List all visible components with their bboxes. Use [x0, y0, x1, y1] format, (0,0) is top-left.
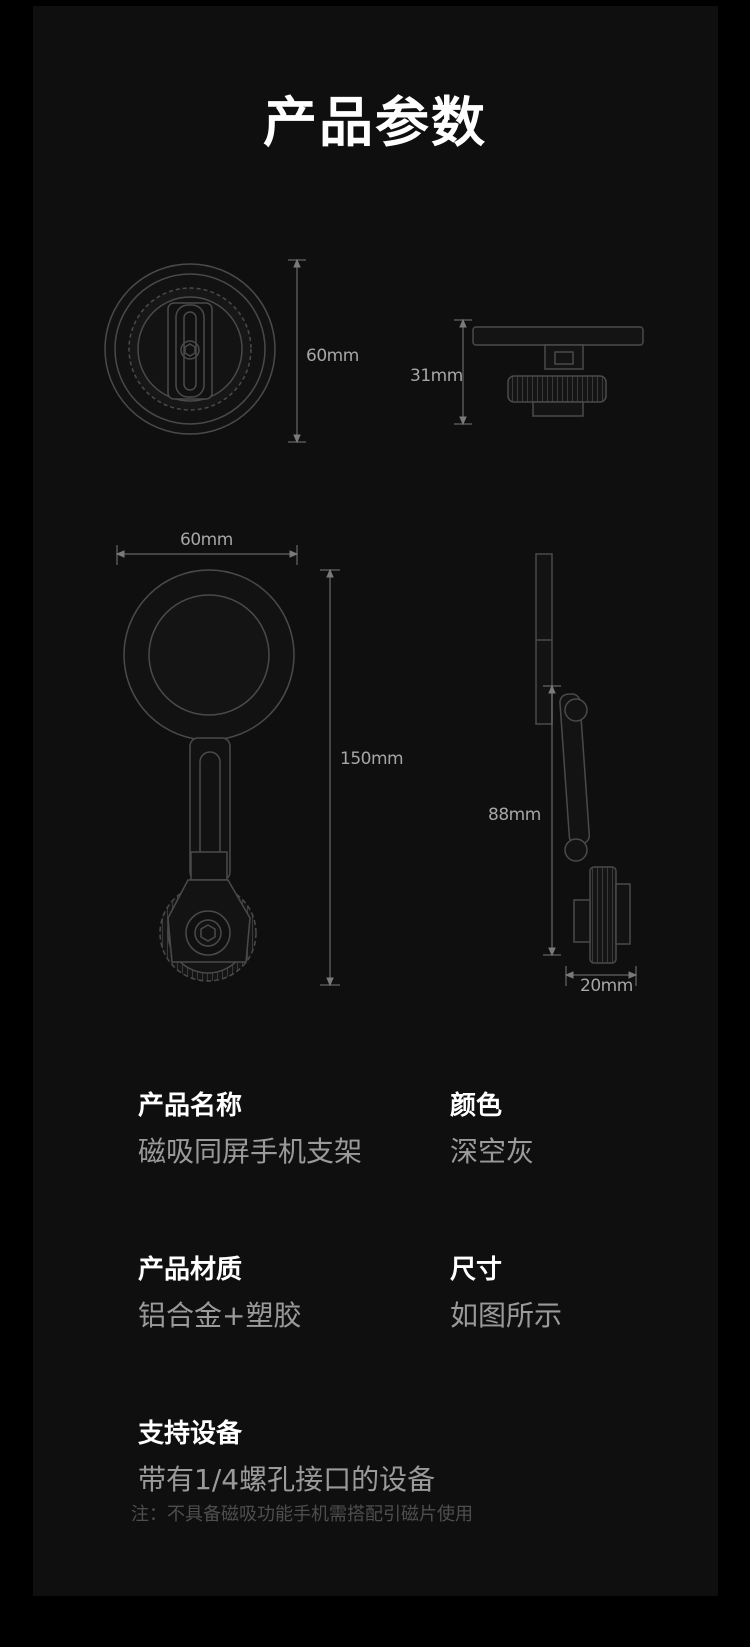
bottom-side-view [535, 553, 631, 964]
top-front-view [104, 263, 276, 435]
spec-value-size: 如图所示 [450, 1299, 563, 1332]
spec-value-color: 深空灰 [450, 1135, 535, 1168]
spec-label-color: 颜色 [450, 1091, 503, 1121]
bottom-front-dim-width [115, 545, 299, 565]
spec-value-material: 铝合金+塑胶 [138, 1299, 302, 1332]
top-side-view [472, 326, 644, 417]
spec-label-size: 尺寸 [450, 1255, 503, 1285]
bottom-front-view [123, 569, 295, 982]
spec-value-devices: 带有1/4螺孔接口的设备 [138, 1463, 436, 1496]
page-title: 产品参数 [263, 91, 487, 154]
top-side-dim-line [454, 318, 472, 426]
dim-label-88mm: 88mm [488, 805, 541, 825]
spec-label-name: 产品名称 [138, 1091, 243, 1121]
dim-label-60mm-top: 60mm [306, 346, 359, 366]
spec-label-material: 产品材质 [138, 1255, 243, 1285]
spec-label-devices: 支持设备 [138, 1419, 243, 1449]
bottom-side-dim-depth [564, 966, 638, 986]
compatibility-note: 注：不具备磁吸功能手机需搭配引磁片使用 [131, 1504, 473, 1525]
dim-label-31mm: 31mm [410, 366, 463, 386]
content-panel [33, 6, 718, 1596]
spec-value-name: 磁吸同屏手机支架 [138, 1135, 363, 1168]
dim-label-150mm: 150mm [340, 749, 404, 769]
dim-label-20mm: 20mm [580, 976, 633, 996]
bottom-side-dim-height [543, 684, 561, 957]
dim-label-60mm-width: 60mm [180, 530, 233, 550]
top-front-dim-line [288, 258, 306, 444]
bottom-front-dim-height [320, 568, 340, 987]
